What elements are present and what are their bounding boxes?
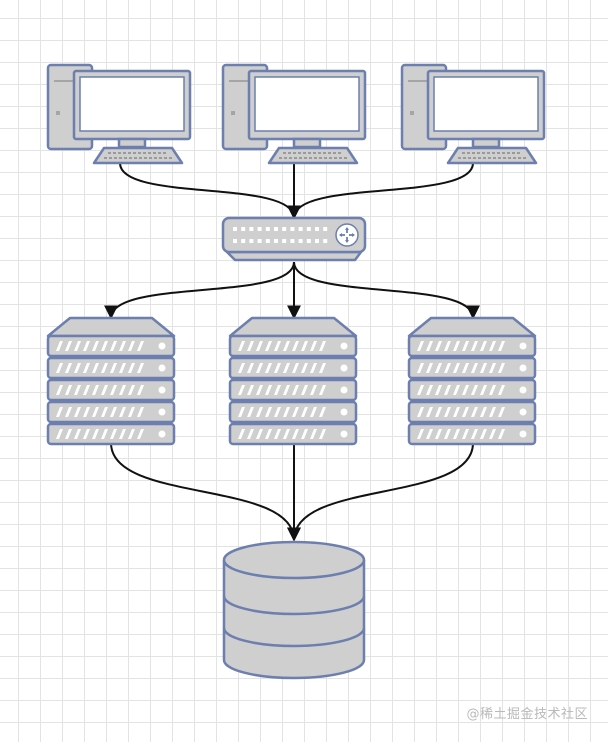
network-switch-icon	[221, 216, 367, 262]
server-3-icon	[407, 316, 537, 446]
computer-2-icon	[221, 63, 367, 165]
connectors	[104, 162, 480, 542]
connector-computer-1-to-switch	[119, 162, 301, 220]
connector-switch-to-server-3	[293, 261, 480, 320]
connector-server-1-to-database	[110, 442, 301, 542]
connector-switch-to-server-1	[104, 261, 295, 320]
server-2-icon	[228, 316, 358, 446]
watermark: @稀土掘金技术社区	[466, 707, 588, 722]
computer-3-icon	[400, 63, 546, 165]
server-1-icon	[46, 316, 176, 446]
connector-server-3-to-database	[287, 442, 474, 542]
database-icon	[222, 540, 366, 680]
connector-computer-3-to-switch	[287, 162, 474, 220]
computer-1-icon	[46, 63, 192, 165]
nodes	[46, 63, 546, 680]
